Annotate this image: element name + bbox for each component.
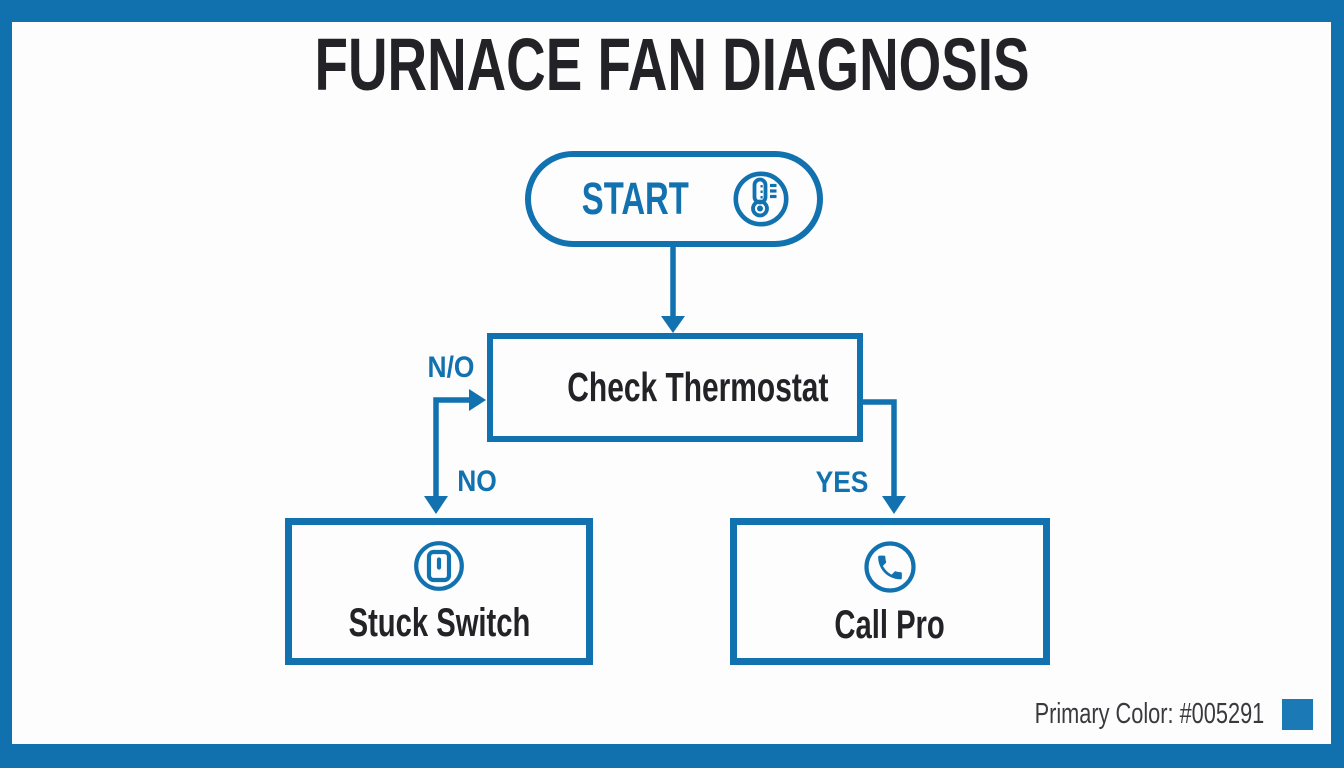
stuck-switch-label: Stuck Switch bbox=[348, 601, 530, 645]
check-thermostat-label: Check Thermostat bbox=[567, 364, 829, 410]
node-stuck-switch: Stuck Switch bbox=[285, 518, 593, 665]
edge-label-no-loop: N/O bbox=[427, 351, 475, 384]
thermometer-icon bbox=[733, 171, 789, 227]
switch-icon bbox=[414, 541, 464, 591]
primary-color-label: Primary Color: #005291 bbox=[1034, 697, 1264, 730]
edge-label-yes: YES bbox=[815, 466, 869, 499]
page-title: FURNACE FAN DIAGNOSIS bbox=[314, 23, 1030, 106]
color-swatch bbox=[1282, 698, 1313, 730]
call-pro-label: Call Pro bbox=[834, 603, 946, 647]
node-start: START bbox=[525, 151, 823, 247]
phone-icon bbox=[864, 541, 916, 593]
edge-label-no: NO bbox=[457, 465, 497, 498]
node-call-pro: Call Pro bbox=[730, 518, 1050, 665]
footer: Primary Color: #005291 bbox=[958, 698, 1313, 730]
start-label: START bbox=[581, 173, 689, 224]
node-check-thermostat: Check Thermostat bbox=[487, 333, 863, 442]
